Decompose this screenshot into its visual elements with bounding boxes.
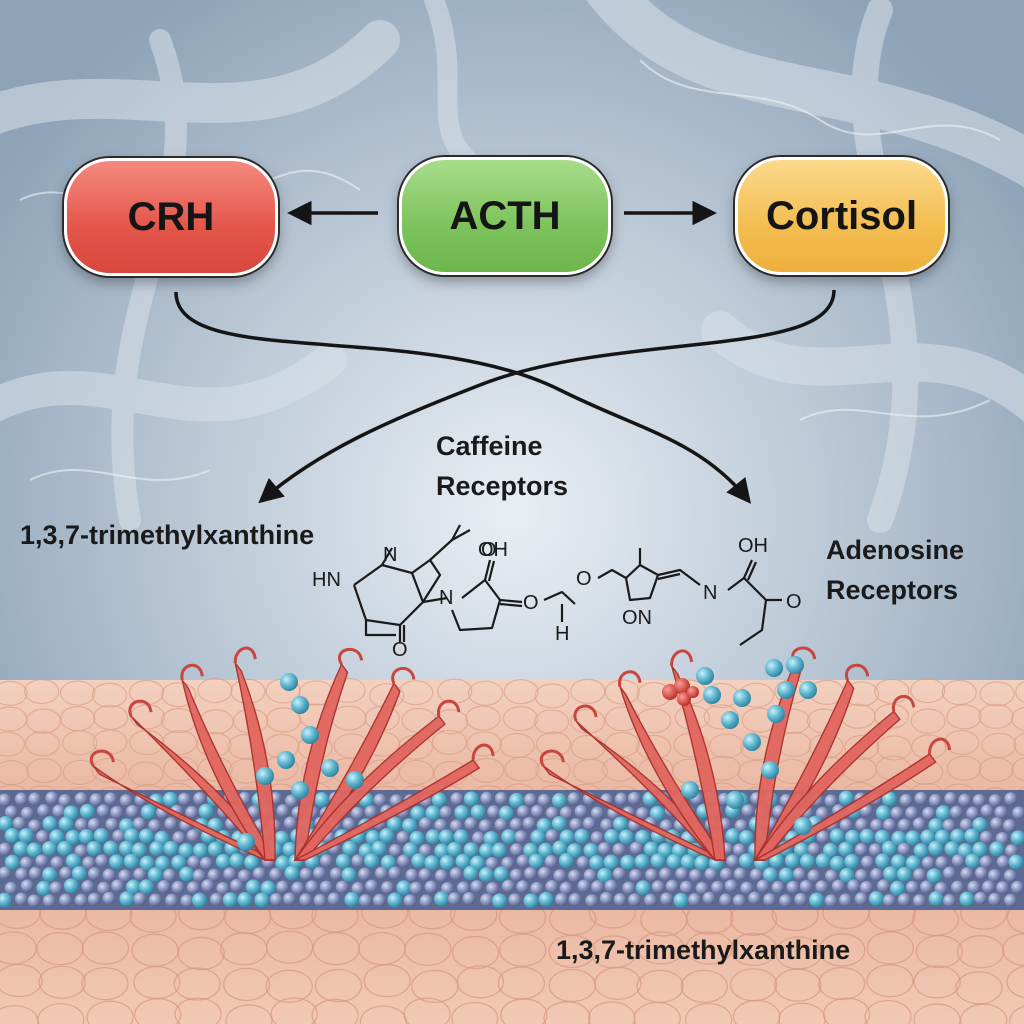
curve-cortisol-to-trimethylxanthine xyxy=(258,289,836,504)
atom-o1: O xyxy=(392,639,408,661)
atom-o3: O xyxy=(523,592,539,614)
atom-oh2: OH xyxy=(738,535,768,557)
caffeine-label-line2: Receptors xyxy=(436,471,569,501)
atom-oh1: OH xyxy=(478,539,508,561)
chemical-structure xyxy=(352,524,782,646)
crh-node: CRH xyxy=(64,158,278,276)
atom-on: ON xyxy=(622,607,652,629)
caffeine-label-line1: Caffeine xyxy=(436,431,543,461)
atom-o5: O xyxy=(786,591,802,613)
trimethylxanthine-label-bottom: 1,3,7-trimethylxanthine xyxy=(556,935,851,965)
adenosine-receptors-label: Adenosine Receptors xyxy=(826,530,964,610)
atom-h: H xyxy=(555,623,569,645)
atom-n3: N xyxy=(703,582,717,604)
receptor-protein-left xyxy=(89,646,495,861)
atom-o2: O xyxy=(481,539,497,561)
atom-n2: N xyxy=(439,587,453,609)
lower-tissue xyxy=(0,900,1024,1024)
ligand-molecules xyxy=(237,656,817,851)
atom-n1: N xyxy=(383,544,397,566)
caffeine-receptors-label: Caffeine Receptors xyxy=(436,426,568,506)
cortisol-label: Cortisol xyxy=(765,193,918,238)
receptor-protein-right xyxy=(539,646,952,861)
chemical-structure-atoms: N OH HN N O O O H O ON OH N O xyxy=(312,535,802,661)
trimethylxanthine-label-left: 1,3,7-trimethylxanthine xyxy=(20,520,315,550)
cortisol-node: Cortisol xyxy=(735,157,948,275)
acth-label: ACTH xyxy=(449,193,561,238)
crh-label: CRH xyxy=(127,194,215,239)
adenosine-label-line1: Adenosine xyxy=(826,535,965,565)
adenosine-label-line2: Receptors xyxy=(826,575,959,605)
lower-tissue-cells xyxy=(0,895,1024,1024)
atom-hn: HN xyxy=(312,569,341,591)
acth-node: ACTH xyxy=(399,157,611,275)
red-ligand-cluster xyxy=(662,678,699,706)
atom-o4: O xyxy=(576,568,592,590)
